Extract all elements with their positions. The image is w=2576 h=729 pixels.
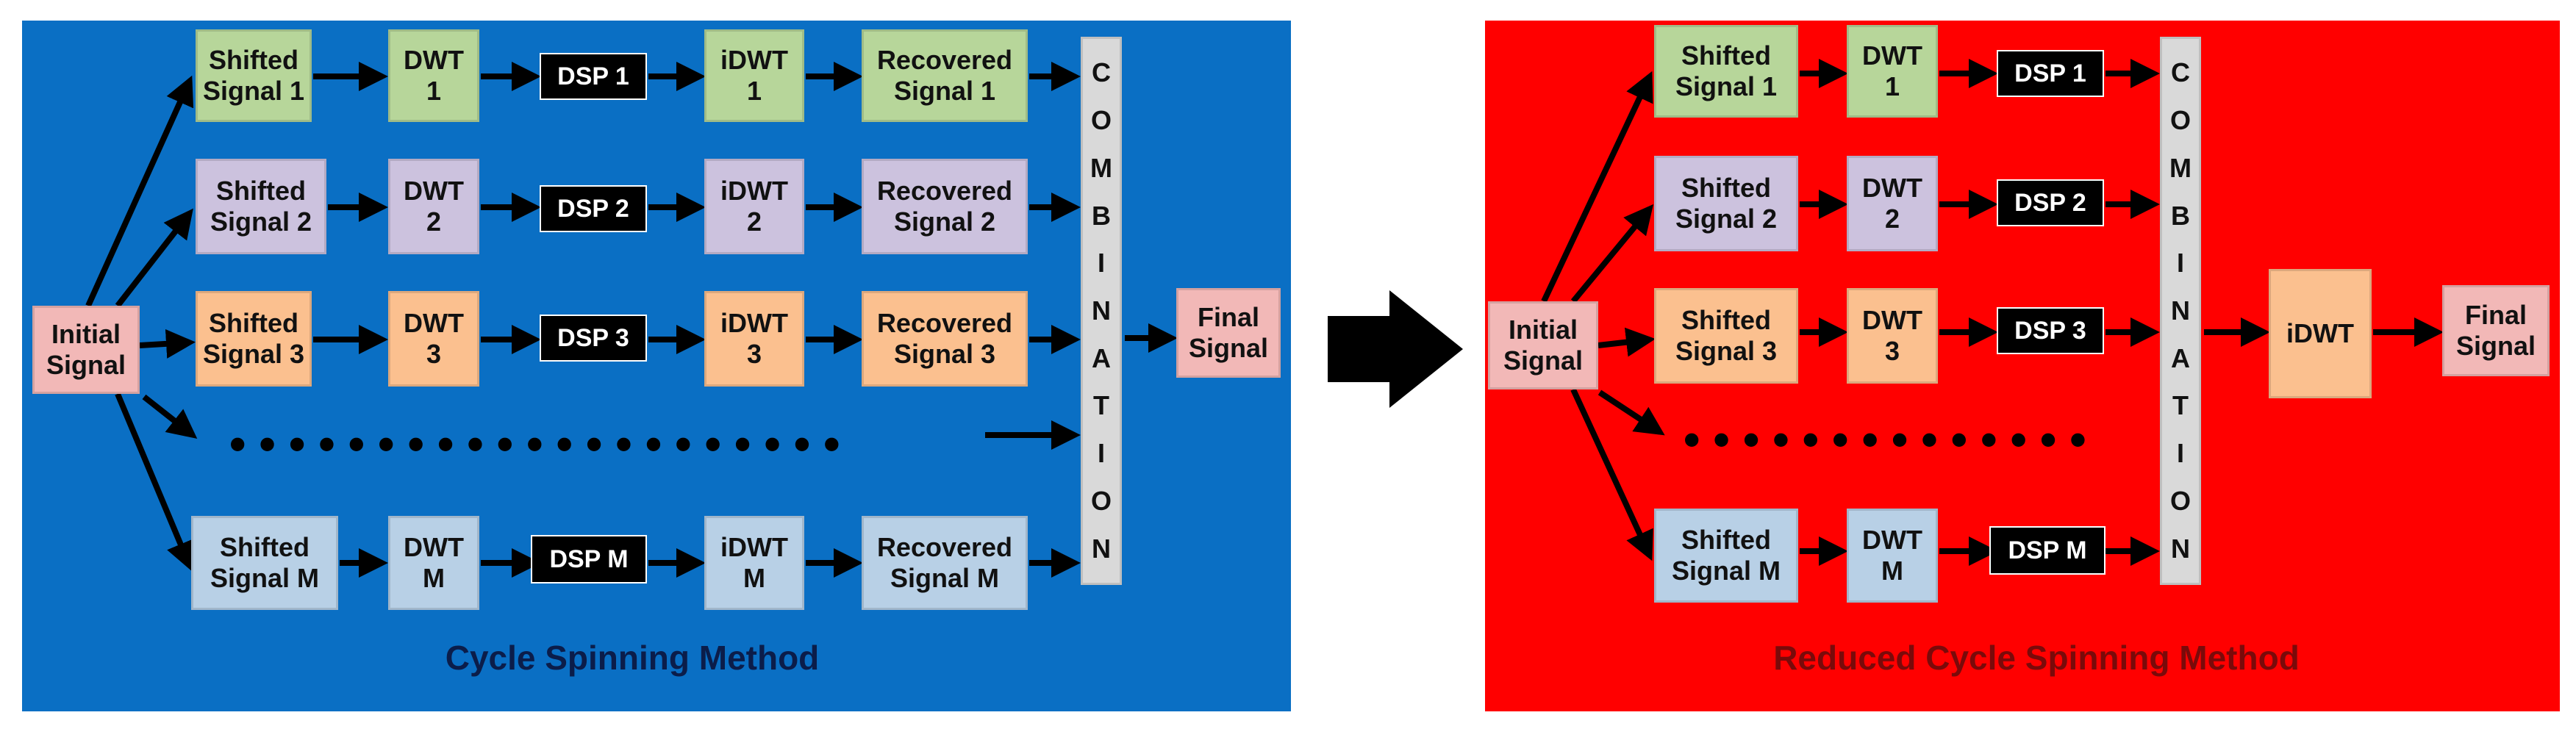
recovered-signal-1-box: Recovered Signal 1 [862,29,1028,122]
combination-letter: T [2172,390,2189,421]
combination-letter: I [1097,438,1105,469]
dsp-2-box-reduced: DSP 2 [1997,179,2104,226]
recovered-signal-3-box: Recovered Signal 3 [862,291,1028,387]
flow-arrow [115,208,193,308]
combination-letter: C [2171,57,2190,88]
idwt-1-box: iDWT 1 [704,29,804,122]
final-signal-box-reduced: Final Signal [2442,285,2550,376]
combination-letter: A [1092,342,1111,373]
shifted-signal-1-box: Shifted Signal 1 [196,29,312,122]
dwt-3-box: DWT 3 [388,291,479,387]
shifted-signal-2-box: Shifted Signal 2 [196,159,326,254]
shifted-signal-2-box-reduced: Shifted Signal 2 [1654,156,1798,251]
flow-arrow [1598,389,1665,436]
combination-letter: N [2171,295,2190,326]
combination-letter: B [1092,200,1111,231]
dsp-1-box: DSP 1 [540,53,647,100]
dwt-2-box-reduced: DWT 2 [1847,156,1938,251]
ellipsis-dots: ••••••••••••••••••••• [229,417,854,470]
combination-letter: I [2176,248,2184,279]
dwt-m-box-reduced: DWT M [1847,509,1938,603]
dsp-3-box: DSP 3 [540,315,647,362]
combination-letter: N [2171,533,2190,564]
final-signal-box: Final Signal [1176,288,1281,378]
dwt-1-box-reduced: DWT 1 [1847,25,1938,118]
combination-letter: N [1092,295,1111,326]
initial-signal-box: Initial Signal [32,306,140,394]
combination-letter: C [1092,57,1111,88]
flow-arrow [1598,327,1656,357]
dwt-2-box: DWT 2 [388,159,479,254]
idwt-2-box: iDWT 2 [704,159,804,254]
reduced-cycle-spinning-title: Reduced Cycle Spinning Method [1773,639,2300,677]
cycle-spinning-title: Cycle Spinning Method [445,639,820,677]
recovered-signal-m-box: Recovered Signal M [862,516,1028,610]
combination-letter: M [2169,152,2192,183]
combination-letter: O [2169,105,2191,136]
combination-letter: T [1093,390,1109,421]
combination-letter: I [1097,248,1105,279]
dsp-m-box-reduced: DSP M [1989,526,2105,575]
combination-letter: M [1090,152,1112,183]
shifted-signal-3-box: Shifted Signal 3 [196,291,312,387]
idwt-m-box: iDWT M [704,516,804,610]
idwt-box-reduced: iDWT [2269,269,2372,398]
dwt-1-box: DWT 1 [388,29,479,122]
dsp-m-box: DSP M [531,535,647,583]
idwt-3-box: iDWT 3 [704,291,804,387]
combination-letter: O [2169,485,2191,516]
flow-arrow [1570,204,1654,304]
shifted-signal-m-box-reduced: Shifted Signal M [1654,509,1798,603]
combination-letter: I [2176,438,2184,469]
shifted-signal-1-box-reduced: Shifted Signal 1 [1654,25,1798,118]
recovered-signal-2-box: Recovered Signal 2 [862,159,1028,254]
dwt-m-box: DWT M [388,516,479,610]
shifted-signal-3-box-reduced: Shifted Signal 3 [1654,288,1798,384]
dsp-3-box-reduced: DSP 3 [1997,307,2104,354]
combination-letter: N [1092,533,1111,564]
flow-arrow [142,394,198,439]
flow-arrow [139,328,196,359]
combination-letter: A [2171,342,2190,373]
combination-letter: B [2171,200,2190,231]
combination-letter: O [1090,485,1112,516]
dwt-3-box-reduced: DWT 3 [1847,288,1938,384]
initial-signal-box-reduced: Initial Signal [1488,301,1598,389]
flow-arrow [1541,71,1653,303]
shifted-signal-m-box: Shifted Signal M [191,516,338,610]
combination-letter: O [1090,105,1112,136]
flow-arrow [115,392,195,572]
flow-arrow [85,75,194,307]
ellipsis-dots-reduced: •••••••••••••• [1684,413,2100,466]
flow-arrow [1570,388,1653,561]
dsp-1-box-reduced: DSP 1 [1997,50,2104,97]
dsp-2-box: DSP 2 [540,185,647,232]
